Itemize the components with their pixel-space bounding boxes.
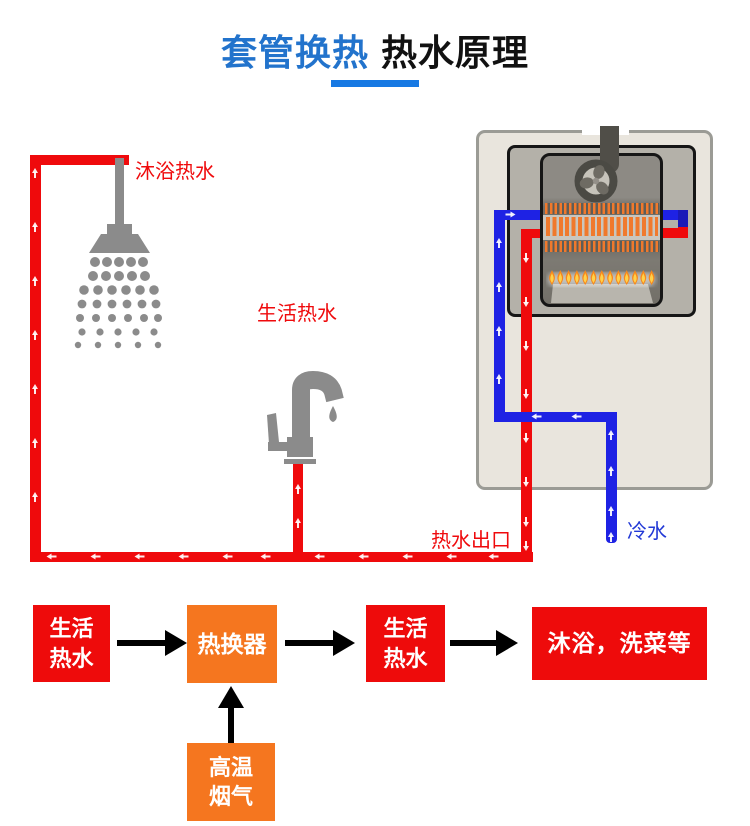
flow-arrow-up (607, 430, 615, 441)
flow-arrow-head-up (218, 686, 244, 708)
hot-pipe-exchanger-right-stub (660, 228, 688, 238)
flow-box-usage: 沐浴，洗菜等 (532, 607, 707, 680)
flow-box-line: 热换器 (197, 630, 267, 657)
flow-arrow-shaft (285, 640, 335, 646)
flow-arrow-up (495, 374, 503, 385)
flow-arrow-left (135, 553, 146, 561)
flow-arrow-shaft (117, 640, 167, 646)
flow-arrow-left (261, 553, 272, 561)
flow-arrow-left (489, 553, 500, 561)
flow-box-flue-gas: 高温 烟气 (187, 743, 275, 821)
hot-pipe-top-horizontal (30, 155, 129, 165)
flow-arrow-up (495, 238, 503, 249)
flow-arrow-up (31, 276, 39, 287)
flow-arrow-down (522, 296, 530, 307)
flow-arrow-up (607, 466, 615, 477)
flow-arrow-up (31, 330, 39, 341)
cold-pipe-inlet-riser (606, 412, 617, 543)
flow-box-line: 烟气 (208, 784, 253, 809)
flow-arrow-left (572, 413, 583, 421)
flow-arrow-left (179, 553, 190, 561)
flow-arrow-up (31, 492, 39, 503)
heat-exchanger-fins-middle (546, 217, 658, 236)
flow-arrow-down (522, 476, 530, 487)
cold-pipe-exchanger-left-stub (494, 210, 542, 220)
flow-arrow-left (359, 553, 370, 561)
flow-arrow-head (496, 630, 518, 656)
title-underline (331, 80, 419, 87)
hot-pipe-faucet-riser (293, 462, 303, 552)
cold-pipe-left-vertical (494, 210, 505, 422)
flow-box-line: 生活 (49, 616, 94, 642)
flow-arrow-up (607, 532, 615, 543)
flow-arrow-left (532, 413, 543, 421)
flow-arrow-up (495, 282, 503, 293)
flow-box-line: 热水 (49, 645, 94, 671)
flow-arrow-up (31, 384, 39, 395)
exhaust-duct (600, 126, 619, 173)
label-hot-water-outlet: 热水出口 (431, 530, 511, 552)
flow-arrow-down (522, 540, 530, 551)
cold-pipe-mid-horizontal (494, 412, 617, 422)
burner-flames-icon (548, 270, 655, 286)
fan-icon (574, 159, 618, 203)
flow-arrow-down (522, 340, 530, 351)
flow-arrow-right (505, 211, 516, 219)
cold-pipe-right-elbow (678, 210, 688, 227)
flow-arrow-left (47, 553, 58, 561)
label-domestic-hot-water: 生活热水 (257, 303, 337, 325)
flow-arrow-up (495, 326, 503, 337)
flow-arrow-shaft (450, 640, 498, 646)
heat-exchanger-fins-top (545, 203, 659, 214)
flow-arrow-left (91, 553, 102, 561)
flow-arrow-up (31, 222, 39, 233)
flow-arrow-down (522, 388, 530, 399)
flow-box-line: 高温 (208, 754, 253, 780)
burner-bar (551, 284, 653, 303)
flow-arrow-shaft-up (228, 706, 234, 743)
flow-arrow-left (223, 553, 234, 561)
flow-arrow-left (403, 553, 414, 561)
flow-arrow-left (447, 553, 458, 561)
flow-arrow-up (31, 168, 39, 179)
flow-arrow-up (294, 518, 302, 529)
flow-box-line: 沐浴，洗菜等 (547, 630, 692, 657)
flow-arrow-head (333, 630, 355, 656)
title-highlight: 套管换热 (220, 32, 369, 73)
flow-arrow-down (522, 252, 530, 263)
faucet-icon (267, 370, 344, 464)
flow-arrow-left (315, 553, 326, 561)
hot-pipe-right-elbow (678, 227, 688, 238)
label-shower-hot-water: 沐浴热水 (135, 161, 215, 183)
flow-box-line: 生活 (383, 616, 428, 642)
page-title: 套管换热热水原理 (0, 24, 750, 76)
hot-pipe-exchanger-left-stub (521, 229, 543, 238)
flow-arrow-up (607, 506, 615, 517)
flow-arrow-up (31, 438, 39, 449)
flow-arrow-down (522, 432, 530, 443)
cold-pipe-exchanger-right-stub (660, 210, 688, 220)
flow-box-line: 热水 (383, 645, 428, 671)
heat-exchanger-fins-bottom (545, 241, 659, 252)
hot-pipe-bottom-horizontal (30, 552, 533, 562)
flow-arrow-head (165, 630, 187, 656)
flow-arrow-up (294, 484, 302, 495)
flow-arrow-down (522, 516, 530, 527)
title-rest: 热水原理 (381, 32, 530, 73)
hot-pipe-left-vertical (30, 155, 41, 562)
flow-box-heat-exchanger: 热换器 (187, 605, 277, 683)
shower-head-icon (74, 158, 162, 349)
flow-box-domestic-hot-source: 生活 热水 (33, 605, 110, 682)
flow-box-domestic-hot-out: 生活 热水 (366, 605, 445, 682)
label-cold-water: 冷水 (627, 521, 667, 543)
